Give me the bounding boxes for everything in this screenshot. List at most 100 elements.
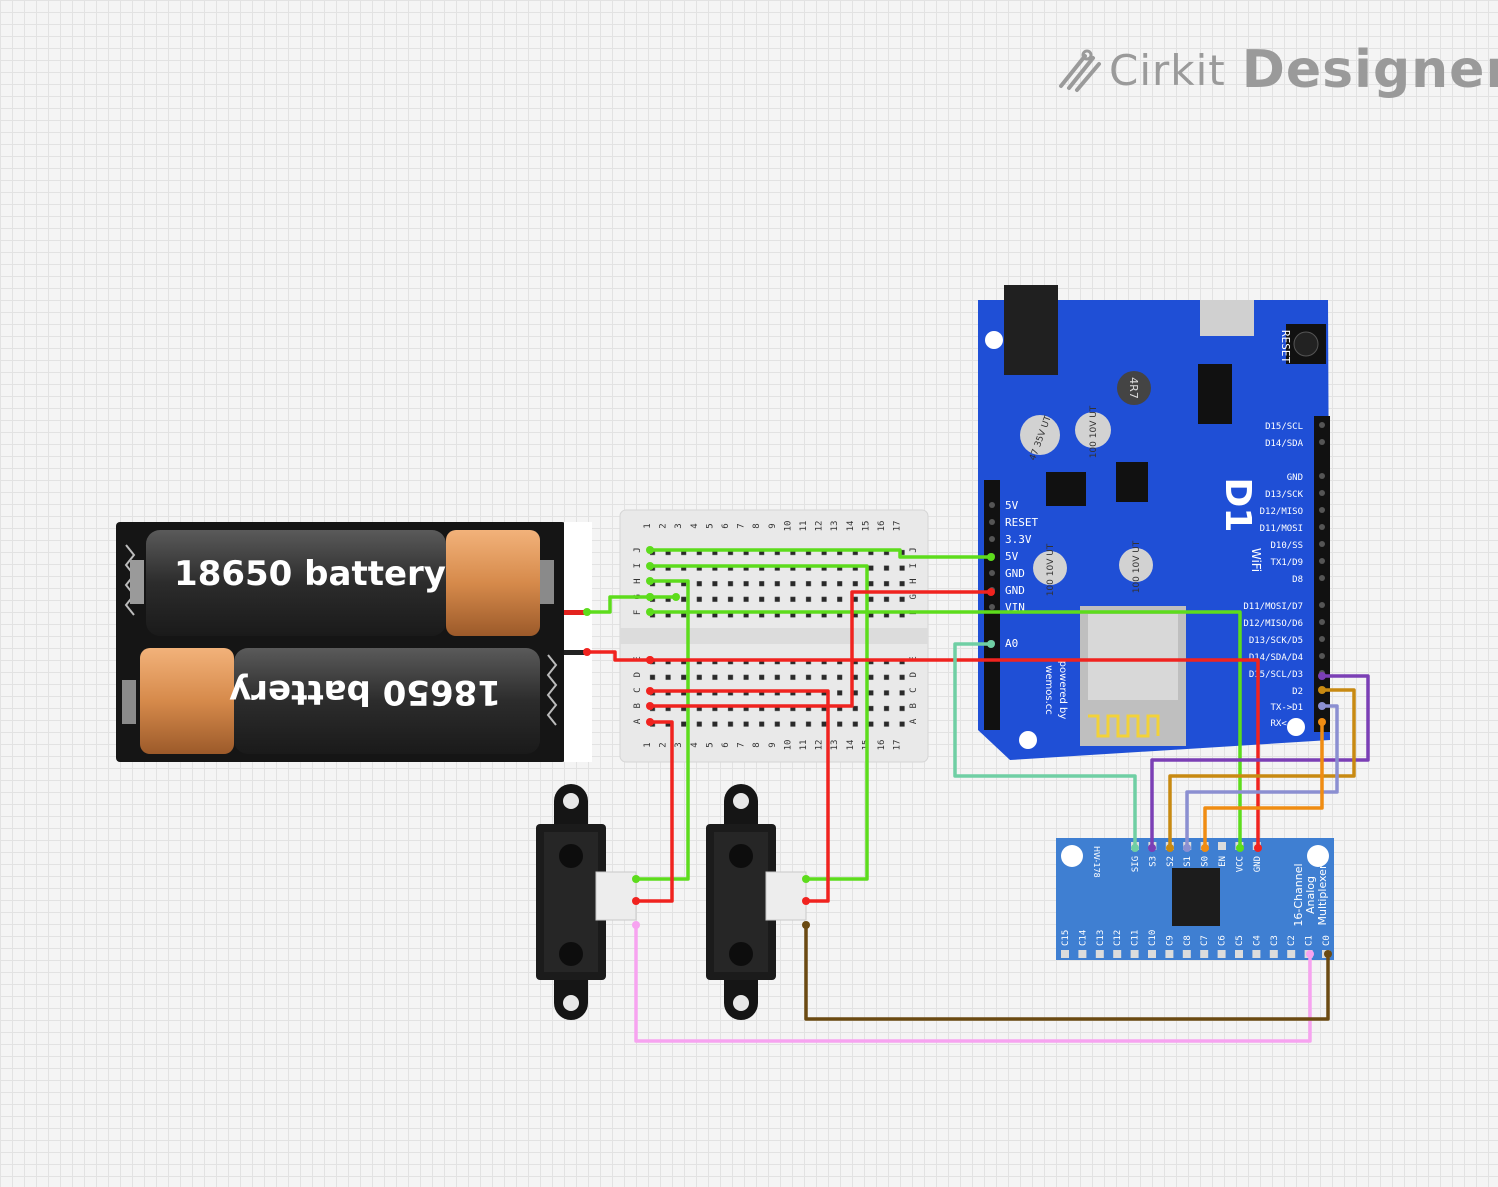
sensor-connector[interactable]	[595, 871, 637, 921]
board-pin[interactable]	[1319, 575, 1325, 581]
breadboard-row-label: A	[909, 718, 919, 724]
mux-pin[interactable]	[1269, 950, 1278, 958]
wire-s3[interactable]	[1150, 674, 1370, 848]
ir-distance-sensor-1[interactable]	[536, 784, 637, 1020]
board-pin-label: D15/SCL	[1265, 422, 1303, 432]
board-pin[interactable]	[989, 570, 995, 576]
wire-sensor2-vcc[interactable]	[650, 564, 869, 881]
inductor-label: 4R7	[1127, 377, 1140, 399]
battery-positive-lead[interactable]	[564, 610, 588, 615]
board-pin-label: D10/SS	[1270, 541, 1303, 551]
mux-pin-label: EN	[1218, 856, 1228, 867]
board-pin[interactable]	[989, 604, 995, 610]
analog-multiplexer[interactable]: HW-178 16-Channel Analog Multiplexer SIG…	[1056, 838, 1334, 960]
mux-pin[interactable]	[1217, 950, 1226, 958]
mux-pin[interactable]	[1078, 950, 1087, 958]
board-pin[interactable]	[1319, 490, 1325, 496]
wire-battery-positive[interactable]	[587, 595, 650, 614]
ir-distance-sensor-2[interactable]	[706, 784, 807, 1020]
board-pin-label: D14/SDA/D4	[1249, 653, 1303, 663]
mux-pin-label: C3	[1270, 935, 1280, 946]
mux-pin[interactable]	[1148, 950, 1156, 958]
breadboard-column-label: 5	[705, 523, 715, 528]
mux-pin[interactable]	[1130, 950, 1139, 958]
breadboard-row-label: B	[633, 703, 643, 708]
mux-pin[interactable]	[1113, 950, 1122, 958]
mux-pin[interactable]	[1182, 950, 1191, 958]
mux-pin[interactable]	[1165, 950, 1174, 958]
wire-battery-negative[interactable]	[587, 650, 650, 662]
wire-sensor1-signal[interactable]	[634, 925, 1312, 1043]
inductor	[1117, 371, 1151, 405]
breadboard-column-label: 14	[846, 740, 856, 751]
board-pin-label: RESET	[1005, 516, 1038, 529]
mux-pin[interactable]	[1200, 950, 1209, 958]
battery-holder[interactable]: 18650 battery 18650 battery	[116, 522, 592, 762]
wire-sensor1-vcc[interactable]	[636, 579, 690, 881]
breadboard-row-label: D	[633, 672, 643, 677]
board-pin[interactable]	[1319, 507, 1325, 513]
breadboard-column-label: 9	[768, 742, 778, 747]
battery-negative-lead[interactable]	[564, 650, 588, 655]
mounting-hole	[563, 793, 579, 809]
mux-pin-label: C13	[1096, 930, 1106, 946]
board-pin[interactable]	[1319, 558, 1325, 564]
mux-pin[interactable]	[1252, 950, 1261, 958]
board-pin[interactable]	[989, 502, 995, 508]
mux-pin-label: C5	[1235, 935, 1245, 946]
board-pin[interactable]	[1319, 653, 1325, 659]
board-pin-label: GND	[1005, 584, 1025, 597]
wire-mux-vcc[interactable]	[650, 610, 1242, 848]
board-pin[interactable]	[1319, 541, 1325, 547]
board-pin[interactable]	[1319, 619, 1325, 625]
breadboard-row-label: F	[633, 610, 643, 615]
board-pin-label: GND	[1005, 567, 1025, 580]
mux-pin-label: C14	[1078, 930, 1088, 946]
mux-pin[interactable]	[1235, 950, 1243, 958]
mux-pin[interactable]	[1061, 950, 1069, 958]
wire-sig-a0[interactable]	[953, 642, 1137, 848]
board-pin[interactable]	[989, 536, 995, 542]
mux-pin-label: C0	[1322, 935, 1332, 946]
board-pin-label: RX<-D0	[1270, 719, 1303, 729]
capacitor-2	[1075, 412, 1111, 448]
wire-sensor2-gnd[interactable]	[650, 689, 830, 903]
breadboard-column-label: 11	[799, 521, 809, 532]
wemos-d1-board[interactable]: RESET 47 35V UT 100 10V UT 100 10V UT 10…	[978, 285, 1330, 760]
board-pin-label: 3.3V	[1005, 533, 1032, 546]
breadboard-column-label: 10	[783, 740, 793, 751]
board-pin[interactable]	[989, 519, 995, 525]
breadboard-row-label: J	[909, 547, 919, 552]
mounting-hole	[1287, 718, 1305, 736]
mounting-hole	[563, 995, 579, 1011]
ir-emitter-lens	[729, 844, 753, 868]
wire-5v-rail[interactable]	[650, 548, 991, 559]
board-pin[interactable]	[1319, 439, 1325, 445]
mux-pin[interactable]	[1287, 950, 1296, 958]
wire-s0[interactable]	[1203, 722, 1324, 848]
board-pin-label: D15/SCL/D3	[1249, 670, 1303, 680]
mux-pin-label: C10	[1148, 930, 1158, 946]
capacitor-1	[1020, 415, 1060, 455]
board-pin[interactable]	[1319, 524, 1325, 530]
mounting-hole	[985, 331, 1003, 349]
wire-mux-gnd[interactable]	[650, 658, 1260, 848]
wire-s1[interactable]	[1185, 704, 1339, 848]
board-pin-label: 5V	[1005, 499, 1019, 512]
board-pin[interactable]	[1319, 473, 1325, 479]
wire-s2[interactable]	[1168, 688, 1356, 848]
mux-pin[interactable]	[1095, 950, 1104, 958]
board-pin[interactable]	[1319, 422, 1325, 428]
capacitor-4	[1119, 548, 1153, 582]
sensor-connector[interactable]	[765, 871, 807, 921]
board-pin[interactable]	[1319, 636, 1325, 642]
wire-gnd-board[interactable]	[650, 590, 991, 708]
wire-sensor2-signal[interactable]	[804, 925, 1330, 1021]
breadboard-column-label: 12	[815, 521, 825, 532]
mux-pin[interactable]	[1218, 842, 1226, 850]
capacitor-4-label: 100 10V UT	[1132, 540, 1142, 593]
wire-sensor1-gnd[interactable]	[636, 720, 674, 903]
board-pin[interactable]	[1319, 602, 1325, 608]
